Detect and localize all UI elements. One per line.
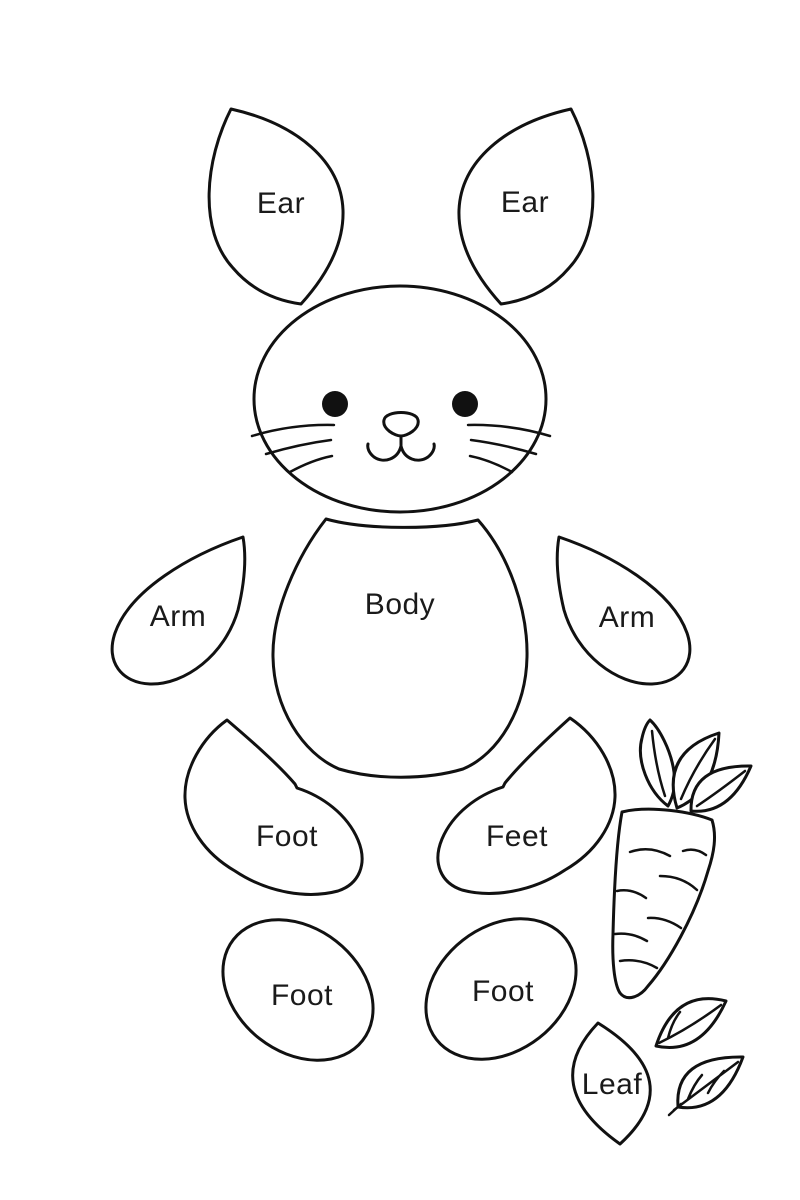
carrot-shape — [611, 807, 717, 1000]
leaf-shape — [571, 1021, 652, 1146]
lower-right-foot-shape — [424, 917, 578, 1061]
left-eye — [322, 391, 348, 417]
right-eye — [452, 391, 478, 417]
left-arm-shape — [110, 535, 247, 686]
upper-left-foot-shape — [183, 718, 364, 896]
small-leaf-top-veins — [657, 1003, 723, 1045]
label-feet-upper-right: Feet — [485, 820, 549, 853]
label-foot-lower-left: Foot — [270, 979, 334, 1012]
lower-left-foot-shape — [221, 918, 375, 1062]
small-leaf-bottom — [667, 1055, 745, 1117]
label-body: Body — [364, 588, 436, 621]
right-ear-shape — [457, 107, 595, 306]
left-ear-shape — [207, 107, 345, 306]
left-whiskers — [250, 423, 336, 474]
body-shape — [271, 517, 529, 779]
label-arm-left: Arm — [149, 600, 207, 633]
nose — [382, 411, 420, 438]
head-shape — [252, 284, 548, 514]
carrot-leaf-right-vein — [695, 769, 747, 808]
label-ear-right: Ear — [500, 186, 550, 219]
label-ear-left: Ear — [256, 187, 306, 220]
label-foot-upper-left: Foot — [255, 820, 319, 853]
carrot-greens — [638, 718, 753, 813]
carrot-hash-lines — [613, 848, 708, 970]
right-arm-shape — [555, 535, 692, 686]
right-whiskers — [466, 423, 552, 474]
carrot-leaf-left-vein — [650, 729, 667, 798]
small-leaf-top — [654, 997, 728, 1049]
mouth — [366, 434, 436, 462]
bunny-face — [250, 391, 552, 474]
upper-right-feet-shape — [436, 716, 617, 895]
label-foot-lower-right: Foot — [471, 975, 535, 1008]
label-arm-right: Arm — [598, 601, 656, 634]
small-leaf-bottom-veins — [667, 1060, 740, 1117]
carrot-leaf-middle-vein — [679, 737, 717, 801]
label-leaf: Leaf — [581, 1068, 643, 1101]
